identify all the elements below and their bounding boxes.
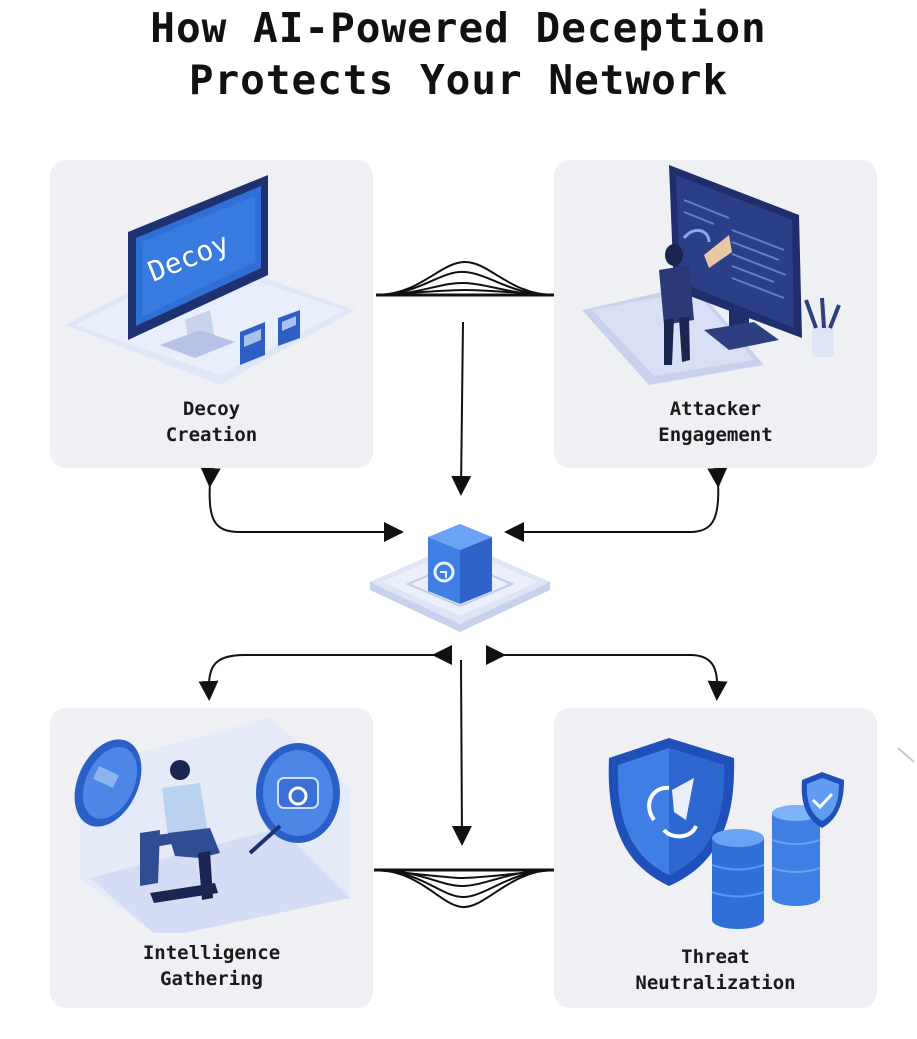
attacker-label-line-1: Attacker [669, 398, 762, 420]
decoy-label-line-2: Creation [165, 424, 258, 446]
attacker-label-line-2: Engagement [658, 424, 773, 446]
decoy-computer-icon: Decoy [65, 175, 355, 385]
arrow-decoy-hub [200, 467, 404, 542]
ai-engine-cube-icon [370, 524, 550, 632]
attacker-engagement-label: Attacker Engagement [554, 396, 877, 448]
threat-neutralization-label: Threat Neutralization [554, 944, 877, 996]
intelligence-gathering-label: Intelligence Gathering [50, 940, 373, 992]
arrow-hub-intel [198, 645, 452, 701]
title-line-1: How AI-Powered Deception [150, 4, 767, 52]
title-line-2: Protects Your Network [188, 56, 729, 104]
attacker-workstation-icon [582, 165, 841, 385]
diagram-title: How AI-Powered Deception Protects Your N… [0, 2, 917, 106]
rope-connector-bottom [373, 868, 555, 909]
arrow-down-bottom [451, 659, 472, 846]
card-decoy-creation: Decoy Decoy Creation [50, 160, 373, 468]
rope-connector-top [375, 260, 555, 297]
arrow-down-top [451, 321, 472, 496]
arrow-hub-threat [486, 645, 728, 701]
threat-label-line-2: Neutralization [635, 972, 796, 994]
threat-label-line-1: Threat [681, 946, 750, 968]
decoy-creation-label: Decoy Creation [50, 396, 373, 448]
intelligence-analyst-icon [74, 718, 350, 933]
card-attacker-engagement: Attacker Engagement [554, 160, 877, 468]
threat-shield-database-icon [608, 738, 844, 929]
card-threat-neutralization: Threat Neutralization [554, 708, 877, 1008]
decoy-label-line-1: Decoy [182, 398, 241, 420]
arrow-attacker-hub [504, 467, 728, 542]
intel-label-line-1: Intelligence [142, 942, 281, 964]
intel-label-line-2: Gathering [160, 968, 263, 990]
card-intelligence-gathering: Intelligence Gathering [50, 708, 373, 1008]
